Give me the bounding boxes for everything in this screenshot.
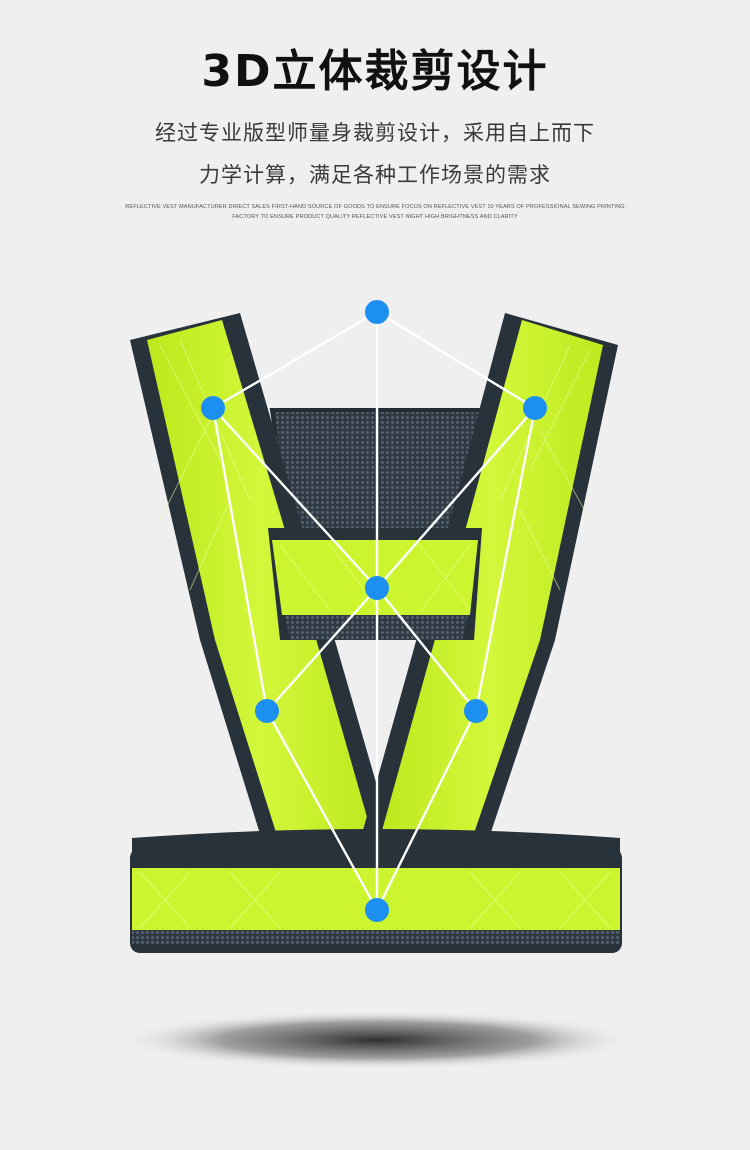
subtitle-line-1: 经过专业版型师量身裁剪设计，采用自上而下: [155, 121, 595, 145]
node-left-shoulder: [201, 396, 225, 420]
node-bottom: [365, 898, 389, 922]
floor-shadow: [118, 1010, 638, 1070]
construction-lines: [211, 310, 537, 911]
english-caption-line-2: FACTORY TO ENSURE PRODUCT QUALITY REFLEC…: [232, 214, 518, 220]
english-caption-line-1: REFLECTIVE VEST MANUFACTURER DIRECT SALE…: [125, 204, 625, 210]
left-strap-reflective: [147, 320, 375, 905]
node-right-lower: [464, 699, 488, 723]
node-center: [365, 576, 389, 600]
page-title: 3D立体裁剪设计: [201, 46, 549, 97]
subtitle-line-2: 力学计算，满足各种工作场景的需求: [199, 163, 551, 187]
right-strap-reflective: [378, 320, 603, 905]
node-left-lower: [255, 699, 279, 723]
node-right-shoulder: [523, 396, 547, 420]
waist-belt-mesh: [132, 930, 620, 944]
node-top: [365, 300, 389, 324]
measurement-nodes: [201, 300, 547, 922]
